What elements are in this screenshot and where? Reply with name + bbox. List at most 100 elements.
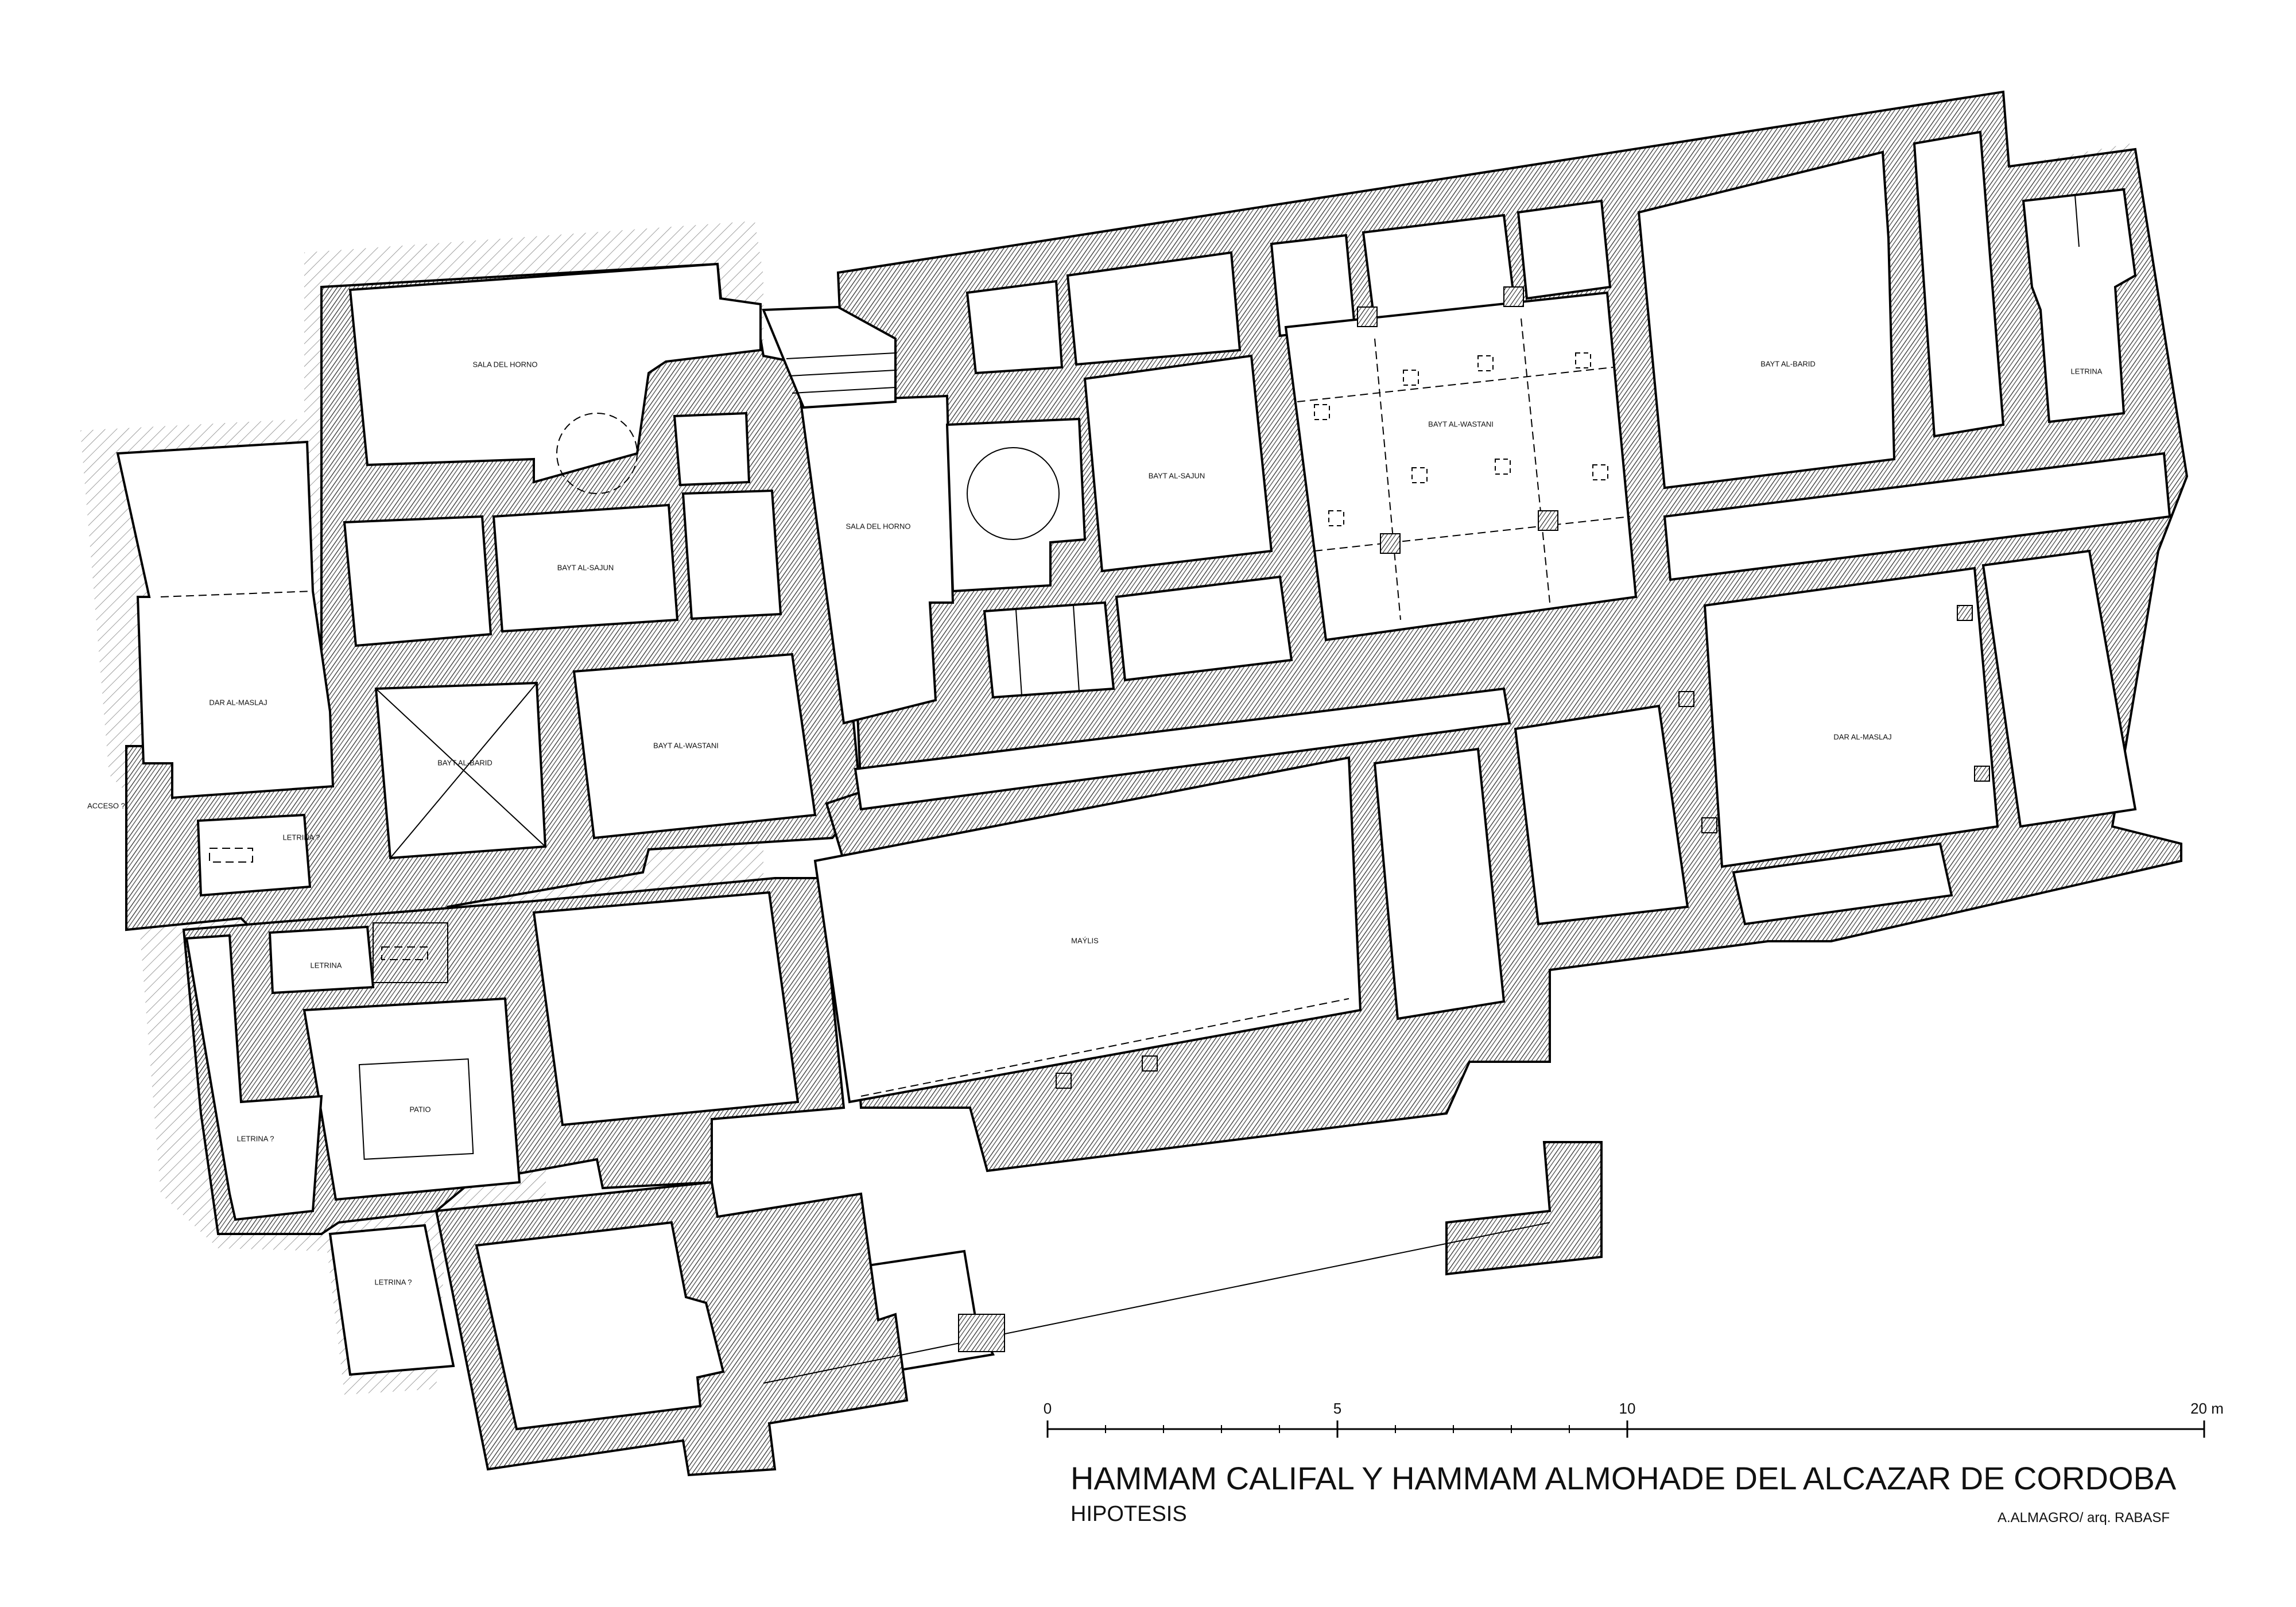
pillar-8 xyxy=(1701,817,1717,833)
right-bayt-wastani-room xyxy=(1284,291,1638,642)
right-letrina-label: LETRINA xyxy=(2071,367,2103,375)
left-letrina-q3-room xyxy=(328,1224,455,1376)
left-bayt-sajun-room xyxy=(492,503,679,633)
right-lower-room-1-line-b xyxy=(1073,605,1080,692)
pillar-3 xyxy=(1380,533,1401,554)
right-majlis-dash xyxy=(860,998,1349,1097)
left-bayt-barid-diag2 xyxy=(390,682,537,859)
left-bayt-wastani-room xyxy=(572,653,817,840)
right-top-room-1 xyxy=(965,280,1064,375)
skylight-6 xyxy=(1495,459,1511,475)
left-bayt-sajun-label: BAYT AL-SAJUN xyxy=(557,563,614,572)
left-big-lower-room xyxy=(532,891,800,1127)
left-letrina-q2-room xyxy=(185,934,323,1221)
right-step-2 xyxy=(789,370,896,376)
right-majlis-label: MAÝLIS xyxy=(1071,936,1099,945)
right-majlis-far-room xyxy=(1514,704,1689,926)
left-letrina-q1-room xyxy=(196,813,312,897)
left-dar-maslaj-dash xyxy=(160,591,313,597)
right-majlis-side-room xyxy=(1373,747,1506,1020)
right-horno-annex xyxy=(945,417,1087,593)
right-dar-maslaj-side-room xyxy=(1981,549,2137,828)
right-long-corridor xyxy=(854,687,1511,811)
right-narrow-corridor xyxy=(1913,130,2005,438)
right-bayt-barid-label: BAYT AL-BARID xyxy=(1760,359,1816,368)
left-dar-maslaj-label: DAR AL-MASLAJ xyxy=(209,698,267,707)
pillar-6 xyxy=(1974,766,1990,782)
right-lower-room-2 xyxy=(1115,575,1293,682)
right-bottom-boundary-line xyxy=(763,1222,1550,1384)
right-top-room-5 xyxy=(1517,199,1612,300)
right-dar-maslaj-lower-room xyxy=(1732,842,1953,926)
drawing-title: HAMMAM CALIFAL Y HAMMAM ALMOHADE DEL ALC… xyxy=(1071,1460,2177,1496)
left-bayt-barid-label: BAYT AL-BARID xyxy=(437,758,492,767)
left-sala-horno-label: SALA DEL HORNO xyxy=(473,360,538,368)
skylight-5 xyxy=(1411,467,1428,483)
left-patio-court xyxy=(302,997,521,1201)
right-mid-room xyxy=(1663,452,2171,581)
scale-label-20: 20 m xyxy=(2190,1400,2224,1417)
right-lower-room-1 xyxy=(983,601,1115,699)
left-letrina-q2-label: LETRINA ? xyxy=(236,1134,274,1143)
right-sala-horno-room xyxy=(799,394,955,725)
right-wastani-dash-1 xyxy=(1297,367,1614,402)
right-wastani-dash-4 xyxy=(1521,318,1550,603)
skylight-7 xyxy=(1592,464,1608,480)
scale-label-10: 10 xyxy=(1619,1400,1636,1417)
right-bottom-room-inner xyxy=(475,1221,725,1431)
right-dar-maslaj-label: DAR AL-MASLAJ xyxy=(1833,732,1891,741)
right-top-room-2 xyxy=(1066,251,1242,366)
left-patio-inner xyxy=(358,1058,474,1160)
left-letrina-dash-rect xyxy=(381,946,428,960)
right-step-1 xyxy=(786,352,896,359)
pillar-4 xyxy=(1538,510,1558,531)
pillar-1 xyxy=(1357,306,1378,327)
right-letrina-room xyxy=(2022,188,2137,424)
right-bayt-wastani-label: BAYT AL-WASTANI xyxy=(1428,420,1494,428)
pillar-2 xyxy=(1503,286,1524,307)
pillar-5 xyxy=(1957,605,1973,621)
right-bayt-sajun-room xyxy=(1083,354,1273,573)
left-dar-maslaj-room xyxy=(116,440,335,799)
drawing-subtitle: HIPOTESIS xyxy=(1071,1502,1187,1526)
left-horno-circle xyxy=(556,413,638,494)
skylight-4 xyxy=(1575,352,1591,368)
left-bayt-wastani-label: BAYT AL-WASTANI xyxy=(653,741,719,750)
left-hammam: SALA DEL HORNO BAYT AL-SAJUN DAR AL-MASL… xyxy=(80,221,863,1395)
left-letrina-q3-label: LETRINA ? xyxy=(374,1278,412,1286)
left-letrina-q1-label: LETRINA ? xyxy=(282,833,320,841)
scale-label-0: 0 xyxy=(1044,1400,1052,1417)
left-letrina-label: LETRINA xyxy=(311,961,342,969)
left-bayt-barid-diag1 xyxy=(375,688,546,847)
left-letrina-q1-dash-rect xyxy=(209,848,253,863)
skylight-8 xyxy=(1328,510,1344,526)
left-patio-label: PATIO xyxy=(409,1105,430,1113)
right-majlis-room xyxy=(813,756,1362,1104)
skylight-2 xyxy=(1403,370,1419,386)
title-block: HAMMAM CALIFAL Y HAMMAM ALMOHADE DEL ALC… xyxy=(1071,1460,2177,1526)
pillar-9 xyxy=(1056,1073,1072,1089)
skylight-3 xyxy=(1477,355,1494,371)
right-sala-horno-label: SALA DEL HORNO xyxy=(846,522,911,530)
scale-label-5: 5 xyxy=(1333,1400,1341,1417)
left-sala-horno-room xyxy=(348,262,762,484)
right-bottom-hatched-square xyxy=(958,1314,1005,1352)
left-bayt-barid-room xyxy=(374,681,547,860)
right-bottom-l-wall xyxy=(1445,1141,1603,1276)
right-dar-maslaj-room xyxy=(1703,566,1999,868)
pillar-7 xyxy=(1678,691,1694,707)
left-letrina-inner-rect xyxy=(373,922,448,983)
right-lower-room-1-line-a xyxy=(1015,610,1022,696)
right-letrina-line xyxy=(2074,195,2080,247)
left-letrina-room xyxy=(268,925,375,995)
left-bayt-sajun-end-room xyxy=(681,489,782,620)
left-small-upper-room xyxy=(673,412,751,487)
right-wastani-dash-2 xyxy=(1314,516,1631,552)
right-step-3 xyxy=(792,387,896,394)
scale-bar: 0 5 10 20 m xyxy=(1044,1400,2224,1438)
drawing-credit: A.ALMAGRO/ arq. RABASF xyxy=(1998,1510,2170,1526)
left-bayt-sajun-side-room xyxy=(343,515,492,647)
acceso-label: ACCESO ? xyxy=(87,801,125,810)
right-bayt-sajun-label: BAYT AL-SAJUN xyxy=(1149,471,1205,480)
